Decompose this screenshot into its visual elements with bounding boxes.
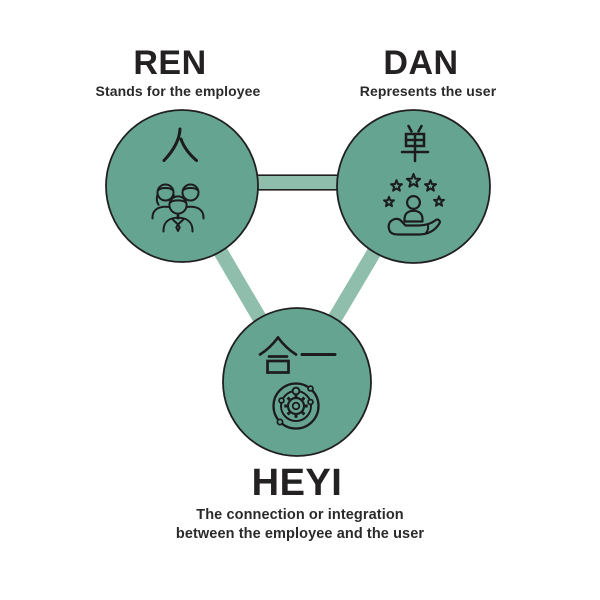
team-people-icon [151, 183, 205, 233]
heyi-subtitle-line2: between the employee and the user [175, 526, 425, 542]
heyi-characters-glyph [258, 336, 337, 374]
heyi-heading: HEYI [251, 462, 343, 504]
dan-subtitle: Represents the user [359, 83, 497, 99]
ren-heading: REN [133, 44, 207, 82]
customer-appreciation-icon [383, 172, 445, 236]
heyi-subtitle: The connection or integration between th… [125, 506, 475, 544]
dan-circle [336, 109, 491, 264]
integration-orbits-icon [272, 382, 320, 430]
dan-heading: DAN [383, 44, 459, 82]
ren-subtitle: Stands for the employee [95, 83, 261, 99]
ren-character-glyph [162, 127, 198, 162]
connector-ren-dan [249, 174, 347, 191]
dan-character-glyph [400, 124, 430, 163]
heyi-circle [222, 307, 372, 457]
ren-circle [105, 109, 259, 263]
heyi-subtitle-line1: The connection or integration [196, 507, 404, 523]
